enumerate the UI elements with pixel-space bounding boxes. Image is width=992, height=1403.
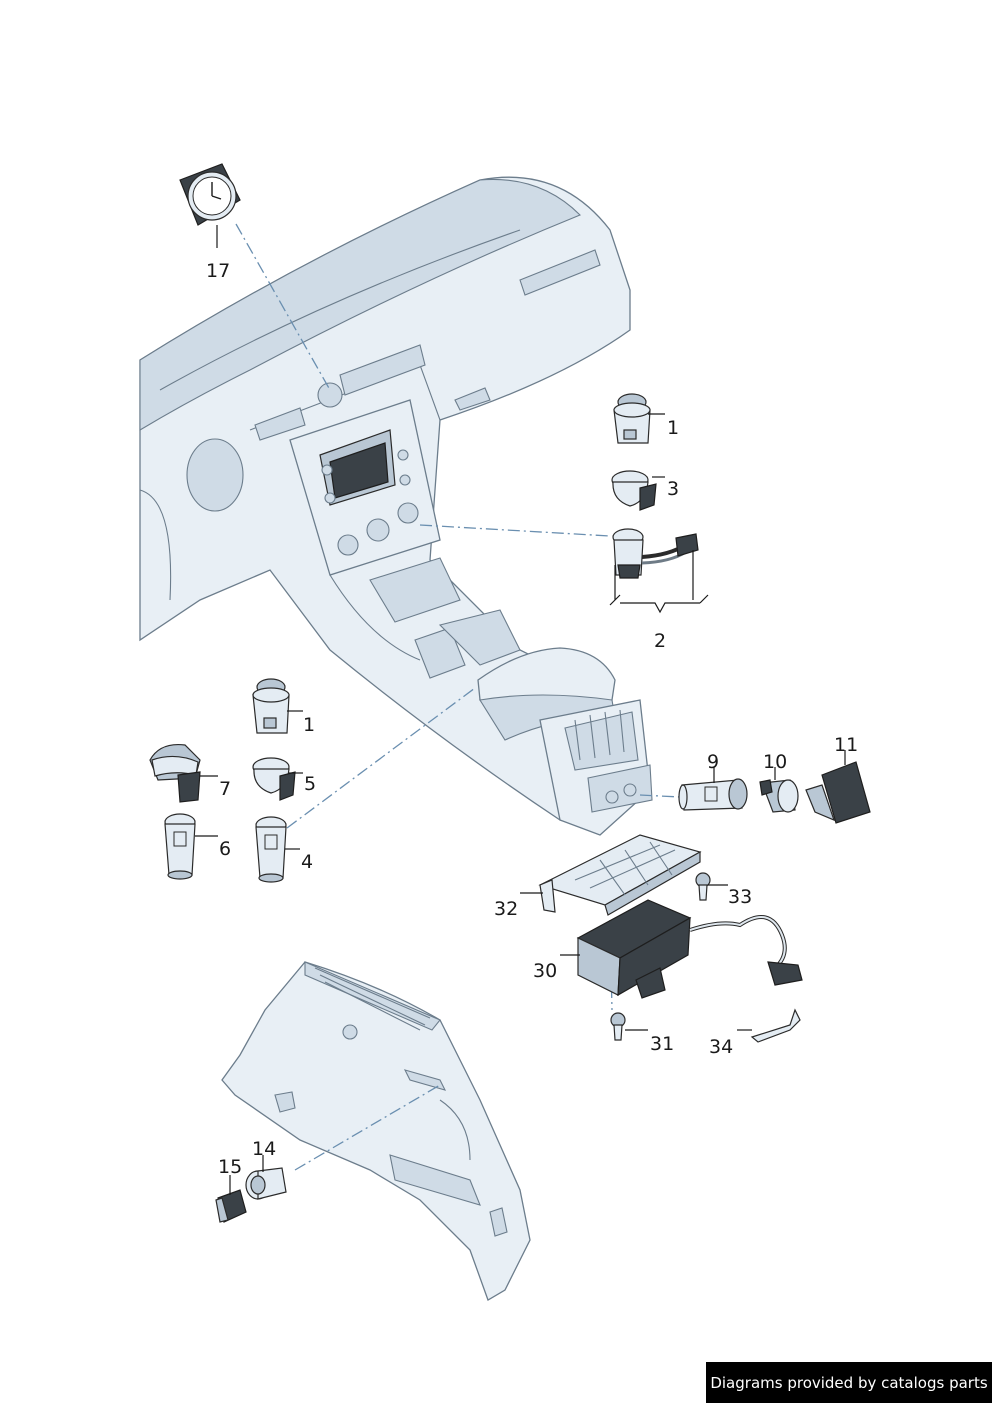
callout-4: 4 bbox=[301, 851, 313, 873]
part-2-socket-harness bbox=[612, 528, 699, 579]
part-5-socket bbox=[252, 757, 296, 801]
callout-5: 5 bbox=[304, 773, 316, 795]
part-15-cap bbox=[215, 1189, 247, 1223]
part-7-socket-cap bbox=[149, 743, 201, 803]
callout-10: 10 bbox=[763, 751, 787, 773]
part-32-bracket bbox=[538, 834, 702, 916]
part-17-clock bbox=[179, 163, 241, 226]
callout-2: 2 bbox=[654, 630, 666, 652]
part-30-module bbox=[576, 899, 803, 999]
callout-1-lower: 1 bbox=[303, 714, 315, 736]
part-10-ring bbox=[759, 779, 799, 813]
callout-34: 34 bbox=[709, 1036, 733, 1058]
callout-32: 32 bbox=[494, 898, 518, 920]
part-9-socket bbox=[678, 778, 748, 811]
part-1-socket-lower bbox=[252, 678, 290, 734]
part-4-socket bbox=[255, 816, 287, 883]
part-6-socket bbox=[164, 813, 196, 880]
part-33-screw bbox=[695, 872, 711, 901]
part-31-screw bbox=[610, 1012, 626, 1041]
callout-7: 7 bbox=[219, 778, 231, 800]
callout-labels: 17 1 3 2 1 5 7 6 4 9 10 11 32 33 30 31 3… bbox=[206, 260, 858, 1178]
part-14-socket bbox=[245, 1167, 287, 1200]
callout-3: 3 bbox=[667, 478, 679, 500]
part-11-cover bbox=[805, 761, 871, 824]
dashboard-illustration bbox=[139, 176, 653, 836]
callout-14: 14 bbox=[252, 1138, 276, 1160]
part-34-clip bbox=[750, 1008, 801, 1043]
callout-30: 30 bbox=[533, 960, 557, 982]
callout-31: 31 bbox=[650, 1033, 674, 1055]
part-3-socket bbox=[611, 470, 657, 511]
rear-trim-panel-illustration bbox=[221, 961, 531, 1301]
callout-17: 17 bbox=[206, 260, 230, 282]
callout-1-upper: 1 bbox=[667, 417, 679, 439]
callout-11: 11 bbox=[834, 734, 858, 756]
callout-33: 33 bbox=[728, 886, 752, 908]
part-1-socket-upper bbox=[613, 393, 651, 444]
watermark-banner: Diagrams provided by catalogs parts bbox=[706, 1362, 992, 1403]
watermark-text: Diagrams provided by catalogs parts bbox=[710, 1373, 988, 1392]
callout-9: 9 bbox=[707, 751, 719, 773]
callout-15: 15 bbox=[218, 1156, 242, 1178]
callout-leaders bbox=[195, 225, 846, 1195]
callout-6: 6 bbox=[219, 838, 231, 860]
